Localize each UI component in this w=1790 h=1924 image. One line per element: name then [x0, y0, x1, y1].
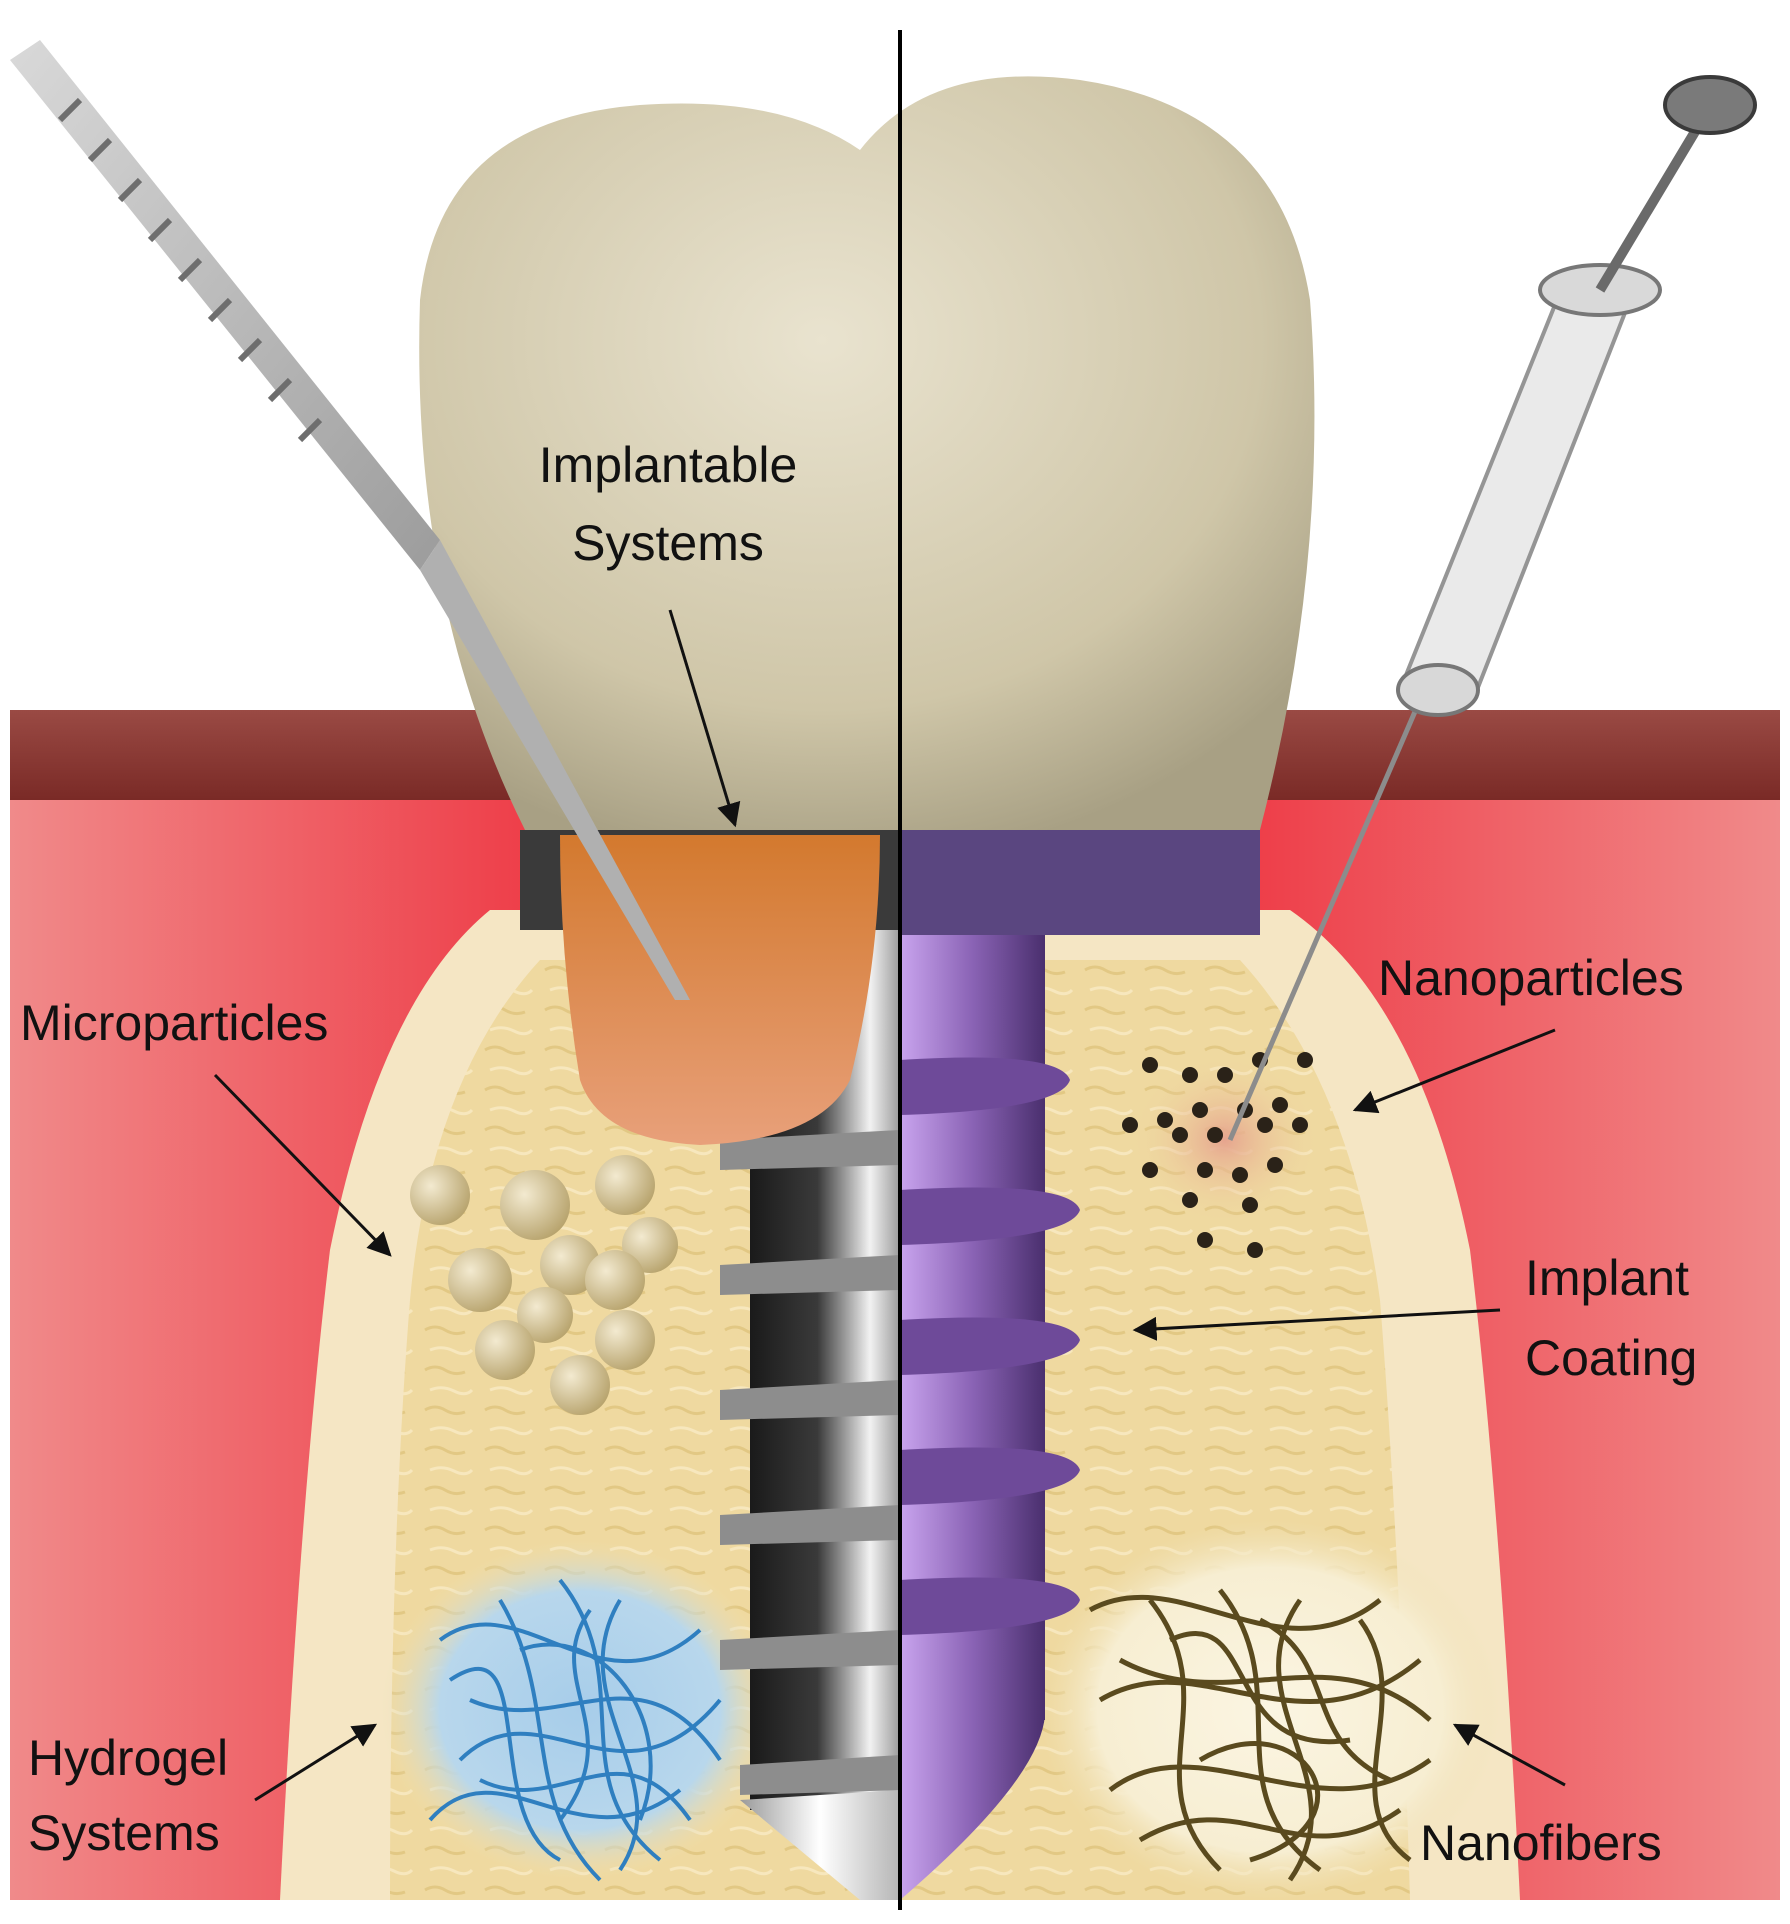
nanoparticle	[1192, 1102, 1208, 1118]
nanoparticle	[1232, 1167, 1248, 1183]
microparticle	[595, 1155, 655, 1215]
nanoparticle	[1207, 1127, 1223, 1143]
nanofibers	[1088, 1588, 1432, 1882]
hydrogel-glow	[380, 1540, 780, 1880]
gum-top-edge-right	[1240, 710, 1780, 800]
nanofiber-mesh	[1040, 1520, 1500, 1900]
nanoparticle	[1197, 1162, 1213, 1178]
microparticle	[410, 1165, 470, 1225]
dental-instrument	[10, 40, 690, 1000]
nanoparticle	[1217, 1067, 1233, 1083]
syringe-nozzle	[1396, 663, 1480, 717]
label-implantable-line1: Implantable	[539, 437, 798, 493]
label-hydrogel-line1: Hydrogel	[28, 1730, 228, 1786]
nanoparticle	[1142, 1162, 1158, 1178]
nanofiber-glow	[1040, 1520, 1500, 1900]
label-hydrogel-line2: Systems	[28, 1805, 220, 1861]
microparticle	[517, 1287, 573, 1343]
instrument-tip	[420, 540, 690, 1000]
nanoparticle	[1122, 1117, 1138, 1133]
label-microparticles: Microparticles	[20, 995, 328, 1051]
microparticle	[475, 1320, 535, 1380]
nanoparticle	[1197, 1232, 1213, 1248]
nanoparticles	[1122, 1052, 1320, 1258]
microparticle	[550, 1355, 610, 1415]
implant-tip-coated	[900, 1715, 1045, 1900]
label-implant-coating-line2: Coating	[1525, 1330, 1697, 1386]
nanoparticle	[1272, 1097, 1288, 1113]
nanoparticle	[1292, 1117, 1308, 1133]
nanoparticle	[1267, 1157, 1283, 1173]
nanoparticle-glow	[1130, 1055, 1320, 1225]
microparticle	[585, 1250, 645, 1310]
implant-tip-metal	[740, 1790, 900, 1900]
label-implant-coating-line1: Implant	[1525, 1250, 1689, 1306]
hydrogel-fibers	[428, 1578, 722, 1882]
microparticle	[595, 1310, 655, 1370]
nanoparticle	[1297, 1052, 1313, 1068]
nanoparticle	[1257, 1117, 1273, 1133]
tooth-crown	[419, 76, 1315, 830]
nanoparticle	[1182, 1067, 1198, 1083]
arrow-implantable-systems	[668, 609, 741, 828]
nanoparticle	[1172, 1127, 1188, 1143]
syringe-plunger	[1595, 112, 1710, 293]
arrow-nanoparticles	[1352, 1028, 1556, 1114]
implant-collar-coated	[900, 820, 1260, 935]
microparticle	[500, 1170, 570, 1240]
label-nanoparticles: Nanoparticles	[1378, 950, 1684, 1006]
label-arrows	[213, 609, 1566, 1802]
instrument-grip-lines	[57, 97, 323, 443]
arrow-implant-coating	[1132, 1308, 1501, 1341]
labels: Implantable Systems Microparticles Hydro…	[20, 437, 1697, 1871]
implant-threads-metal	[720, 1130, 900, 1795]
label-implantable-line2: Systems	[572, 515, 764, 571]
syringe-plunger-head	[1663, 75, 1757, 135]
microparticles	[410, 1155, 678, 1415]
gum-top-edge-left	[10, 710, 560, 800]
arrow-microparticles	[213, 1073, 392, 1257]
nanoparticle	[1182, 1192, 1198, 1208]
nanoparticle	[1157, 1112, 1173, 1128]
arrow-nanofibers	[1452, 1723, 1566, 1787]
nanoparticle	[1247, 1242, 1263, 1258]
implant-threads-coated	[900, 1057, 1080, 1635]
microparticle	[448, 1248, 512, 1312]
syringe-barrel	[1397, 277, 1633, 698]
syringe-needle	[1227, 699, 1423, 1141]
nanoparticle	[1142, 1057, 1158, 1073]
hydrogel-system	[380, 1540, 780, 1882]
syringe	[1227, 75, 1757, 1141]
nanoparticle	[1242, 1197, 1258, 1213]
arrow-hydrogel-systems	[254, 1723, 378, 1802]
label-nanofibers: Nanofibers	[1420, 1815, 1662, 1871]
